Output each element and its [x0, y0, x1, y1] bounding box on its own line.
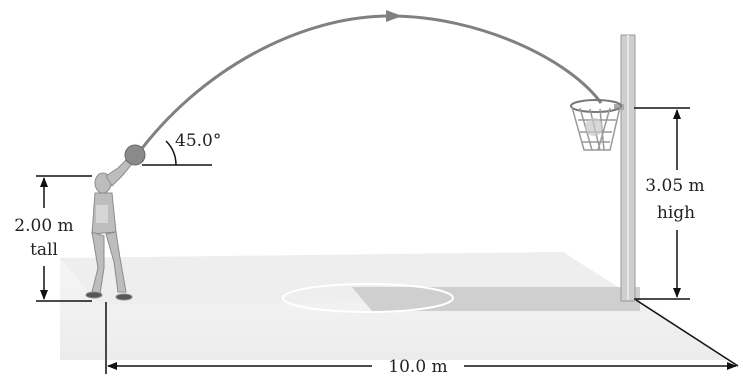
basketball-player-icon — [85, 159, 133, 301]
distance-dimension: 10.0 m — [105, 299, 739, 377]
player-height-dimension: 2.00 m tall — [14, 175, 92, 302]
player-height-label: 2.00 m — [14, 216, 73, 236]
hoop-height-note: high — [657, 203, 695, 223]
launch-angle-marker: 45.0° — [142, 131, 221, 166]
basketball-icon — [124, 144, 146, 166]
distance-label: 10.0 m — [388, 357, 447, 376]
ball-trajectory — [135, 10, 603, 156]
hoop-rim — [570, 99, 622, 113]
player-height-note: tall — [30, 240, 58, 260]
hoop-height-dimension: 3.05 m high — [634, 107, 705, 300]
trajectory-arrow-icon — [386, 10, 402, 22]
court-key — [282, 283, 640, 313]
basketball-hoop-icon — [570, 34, 636, 302]
hoop-height-label: 3.05 m — [645, 176, 704, 196]
launch-angle-label: 45.0° — [175, 131, 221, 151]
